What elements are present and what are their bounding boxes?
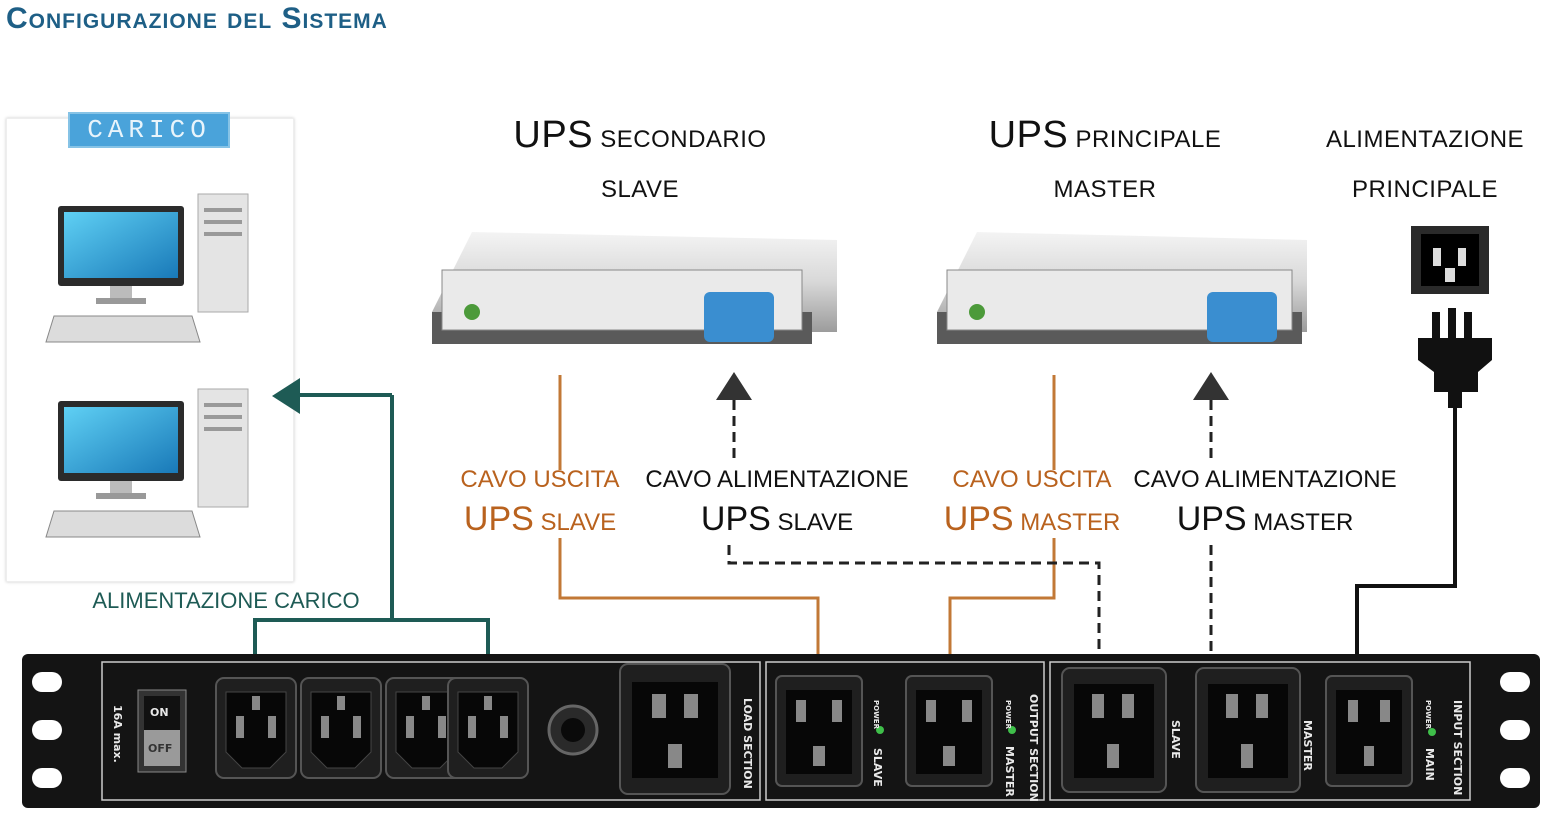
slave-input-label: SLAVE: [1169, 720, 1182, 759]
c20-inlet-master: [1195, 667, 1301, 793]
master-power-cable-sub: UPS MASTER: [1132, 500, 1398, 539]
main-power-subtitle: PRINCIPALE: [1352, 176, 1498, 203]
c20-inlet-slave: [1061, 667, 1167, 793]
power-plug-icon: [1418, 308, 1492, 408]
ups-slave-subtitle: SLAVE: [600, 176, 680, 203]
slave-power-cable: [727, 400, 1101, 660]
output-section-label: OUTPUT SECTION: [1027, 694, 1040, 802]
c20-inlet-main: [1325, 675, 1413, 787]
master-power-rest: MASTER: [1253, 509, 1354, 536]
main-power-title: ALIMENTAZIONE: [1325, 126, 1525, 153]
slave-output-ups: UPS: [463, 500, 534, 538]
master-power-ups: UPS: [1176, 500, 1247, 538]
main-power-label: POWER: [1424, 700, 1432, 730]
wall-socket-icon: [1411, 226, 1489, 294]
ups-master-title-rest: PRINCIPALE: [1075, 126, 1222, 153]
ups-slave-title-rest: SECONDARIO: [600, 126, 767, 153]
switch-on-label: ON: [150, 706, 169, 719]
slave-output-rest: SLAVE: [540, 509, 617, 536]
ups-master-title-ups: UPS: [988, 114, 1069, 156]
breaker-rating-label: 16A max.: [111, 705, 124, 763]
power-led-slave: [876, 726, 884, 734]
master-output-rest: MASTER: [1020, 509, 1121, 536]
master-input-label: MASTER: [1301, 720, 1314, 771]
c13-outlet: [215, 677, 297, 779]
ups-master-unit: [937, 232, 1307, 344]
load-power-label: ALIMENTAZIONE CARICO: [92, 588, 360, 613]
master-power-arrow-icon: [1193, 372, 1229, 400]
page-title: Configurazione del Sistema: [6, 2, 388, 35]
main-input-label: MAIN: [1423, 748, 1436, 781]
computer-icon: [45, 193, 249, 343]
power-led-master: [1008, 726, 1016, 734]
master-output-label: MASTER: [1003, 746, 1016, 797]
master-output-cable-label: CAVO USCITA: [952, 466, 1112, 493]
slave-output-cable-sub: UPS SLAVE: [440, 500, 640, 539]
master-output-cable-sub: UPS MASTER: [932, 500, 1132, 539]
c13-outlet: [447, 677, 529, 779]
ups-slave-title-ups: UPS: [513, 114, 594, 156]
slave-output-label: SLAVE: [871, 748, 884, 787]
c19-outlet-slave-output: [775, 675, 863, 787]
ups-slave-unit: [432, 232, 837, 344]
load-arrow-icon: [272, 378, 300, 414]
master-power-label: POWER: [1004, 700, 1012, 730]
slave-output-cable-label: CAVO USCITA: [460, 466, 620, 493]
main-power-cable: [1355, 408, 1457, 720]
load-section-label: LOAD SECTION: [741, 698, 754, 789]
slave-power-rest: SLAVE: [777, 509, 854, 536]
input-section-label: INPUT SECTION: [1451, 700, 1464, 795]
load-tag: CARICO: [68, 112, 230, 148]
slave-power-cable-sub: UPS SLAVE: [644, 500, 910, 539]
power-switch[interactable]: [137, 689, 187, 773]
slave-power-label: POWER: [872, 700, 880, 730]
ups-master-subtitle: MASTER: [1053, 176, 1157, 203]
slave-power-cable-label: CAVO ALIMENTAZIONE: [645, 466, 909, 493]
slave-power-arrow-icon: [716, 372, 752, 400]
c13-outlet: [300, 677, 382, 779]
power-led-main: [1428, 728, 1436, 736]
ups-master-title: UPS PRINCIPALE: [930, 114, 1280, 157]
c19-outlet-load: [619, 663, 731, 795]
computer-icon: [45, 388, 249, 538]
c13-outlet: [385, 677, 467, 779]
slave-power-ups: UPS: [700, 500, 771, 538]
master-output-ups: UPS: [943, 500, 1014, 538]
switch-off-label: OFF: [148, 742, 172, 755]
c19-outlet-master-output: [905, 675, 993, 787]
ups-slave-title: UPS SECONDARIO: [460, 114, 820, 157]
master-power-cable-label: CAVO ALIMENTAZIONE: [1133, 466, 1397, 493]
